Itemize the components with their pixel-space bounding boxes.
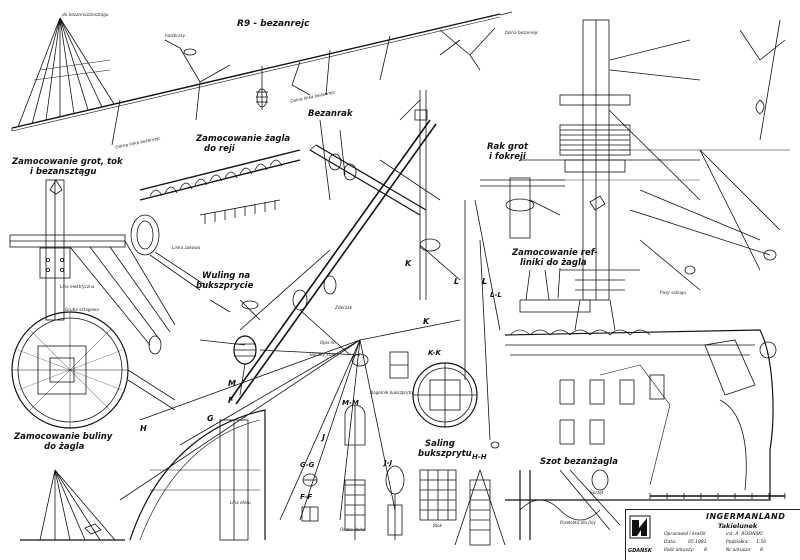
sheet-value: 8: [760, 548, 763, 553]
saling-plan-circle: [11, 311, 176, 429]
cut-letter-l-2: L: [482, 277, 488, 286]
section-title-zagla-reji-2: do reji: [204, 144, 235, 154]
sheets-value: 8: [704, 548, 707, 553]
section-title-szot: Szot bezanżagla: [540, 457, 618, 467]
bezanrak-detail: [309, 119, 427, 216]
note-pasy: Pasy salingu: [660, 290, 687, 295]
title-block: GDAŃSK INGERMANLAND Takielunek Opracował…: [625, 509, 800, 560]
section-title-zagla-reji: Zamocowanie żagla: [196, 134, 291, 144]
bowsprit-assembly: [119, 90, 461, 521]
date-label: Data:: [664, 540, 677, 545]
cut-letter-l: L: [454, 277, 460, 286]
jj-section: [385, 465, 405, 540]
note-blok: Blok: [433, 523, 443, 528]
note-zderzak: Zderzak: [335, 305, 353, 310]
logo-caption: GDAŃSK: [628, 548, 652, 554]
rak-grot-detail: [480, 177, 565, 239]
mainmast: [520, 19, 701, 331]
cut-letter-k: K: [405, 259, 412, 268]
szot-detail: [519, 469, 621, 540]
hh-section: [454, 469, 506, 546]
gg-section: [302, 473, 318, 487]
cut-letter-m: M: [228, 379, 236, 388]
sail-to-yard-detail: [130, 149, 301, 291]
section-title-bezanrak: Bezanrak: [308, 109, 353, 119]
note-nagolnik: Nagolnik bukszprytu: [370, 390, 413, 395]
top-right-rigging: [620, 19, 790, 291]
ff-section: [301, 506, 319, 522]
note-lina-steru: Lina steru: [230, 500, 251, 505]
author: inż. A. ROSIŃSKI: [726, 532, 763, 537]
saling-bukszprytu: [419, 469, 457, 521]
cut-letter-f: F: [228, 396, 234, 405]
bezanrejc-yard: [11, 11, 513, 146]
section-mark-mm: M-M: [342, 399, 359, 407]
note-halsbrasy: halsbrasy: [165, 33, 186, 38]
section-mark-ll: L-L: [490, 291, 502, 299]
note-oczko: Oczko dolne: [340, 527, 366, 532]
sheet-label: Nr arkusza:: [726, 548, 752, 553]
section-title-grot-tok: Zamocowanie grot, tok: [12, 157, 123, 167]
ll-detail: [464, 199, 501, 449]
scale-bar: [649, 493, 786, 499]
stern-hull: [504, 329, 777, 501]
buliny-detail: [20, 469, 125, 541]
section-mark-hh: H-H: [472, 453, 487, 461]
cut-letter-k-2: K: [423, 317, 430, 326]
section-mark-kk: K-K: [428, 349, 441, 357]
section-title-wuling-2: bukszprycie: [196, 281, 254, 291]
note-przelotka: Przelotka dla liny: [560, 520, 596, 525]
section-mark-jj: J-J: [384, 459, 393, 467]
drawing-subtitle: Takielunek: [718, 522, 758, 530]
scale-label: Podziałka:: [726, 540, 749, 545]
section-title-wuling: Wuling na: [202, 271, 251, 281]
note-sprzet: Sprzęt: [590, 490, 604, 495]
section-mark-gg: G-G: [300, 461, 315, 469]
section-title-rak-grot: Rak grot: [487, 142, 529, 152]
sheets-label: Ilość arkuszy:: [664, 548, 695, 553]
note-opis-lin: Opis lin: [320, 340, 336, 345]
section-title-saling: Saling: [425, 439, 455, 449]
mm-section: [344, 404, 366, 540]
grot-tok-detail: [9, 179, 176, 355]
section-title-rak-grot-2: i fokreji: [489, 152, 526, 162]
section-mark-ff: F-F: [300, 493, 313, 501]
section-title-r9: R9 - bezanrejc: [237, 19, 310, 29]
note-linka-zakowa: Linka żakowa: [172, 245, 201, 250]
section-title-grot-tok-2: i bezanszta̧gu: [30, 167, 97, 177]
cut-letter-j: J: [322, 433, 325, 442]
section-title-buliny-2: do żagla: [44, 442, 85, 452]
note-gruba: Gruba sztagowa: [65, 307, 99, 312]
section-title-ref-liniki-2: liniki do żagla: [520, 258, 587, 268]
section-title-buliny: Zamocowanie buliny: [14, 432, 113, 442]
author-label: Opracował i kreślił: [664, 532, 706, 537]
kk-section: [389, 351, 478, 428]
note-lina-elektryczna: Lina elektryczna: [60, 284, 95, 289]
note-boczny-staw: Boczny staw: [310, 352, 337, 357]
cut-letter-h: H: [140, 424, 147, 433]
bow-hull: [129, 409, 266, 541]
ship-name: INGERMANLAND: [706, 512, 786, 521]
section-title-ref-liniki: Zamocowanie ref-: [512, 248, 598, 258]
shipyard-logo-icon: [629, 515, 651, 539]
cut-letter-g: G: [207, 414, 214, 423]
note-bezanmizz: do bezanmizzinsztagu: [62, 12, 109, 17]
scale-value: 1:50: [756, 540, 767, 545]
note-falina: falina bezanrejc: [505, 30, 539, 35]
ref-liniki-detail: [519, 267, 625, 313]
date-value: 05.1981: [688, 540, 707, 545]
section-title-saling-2: bukszprytu: [418, 449, 472, 459]
